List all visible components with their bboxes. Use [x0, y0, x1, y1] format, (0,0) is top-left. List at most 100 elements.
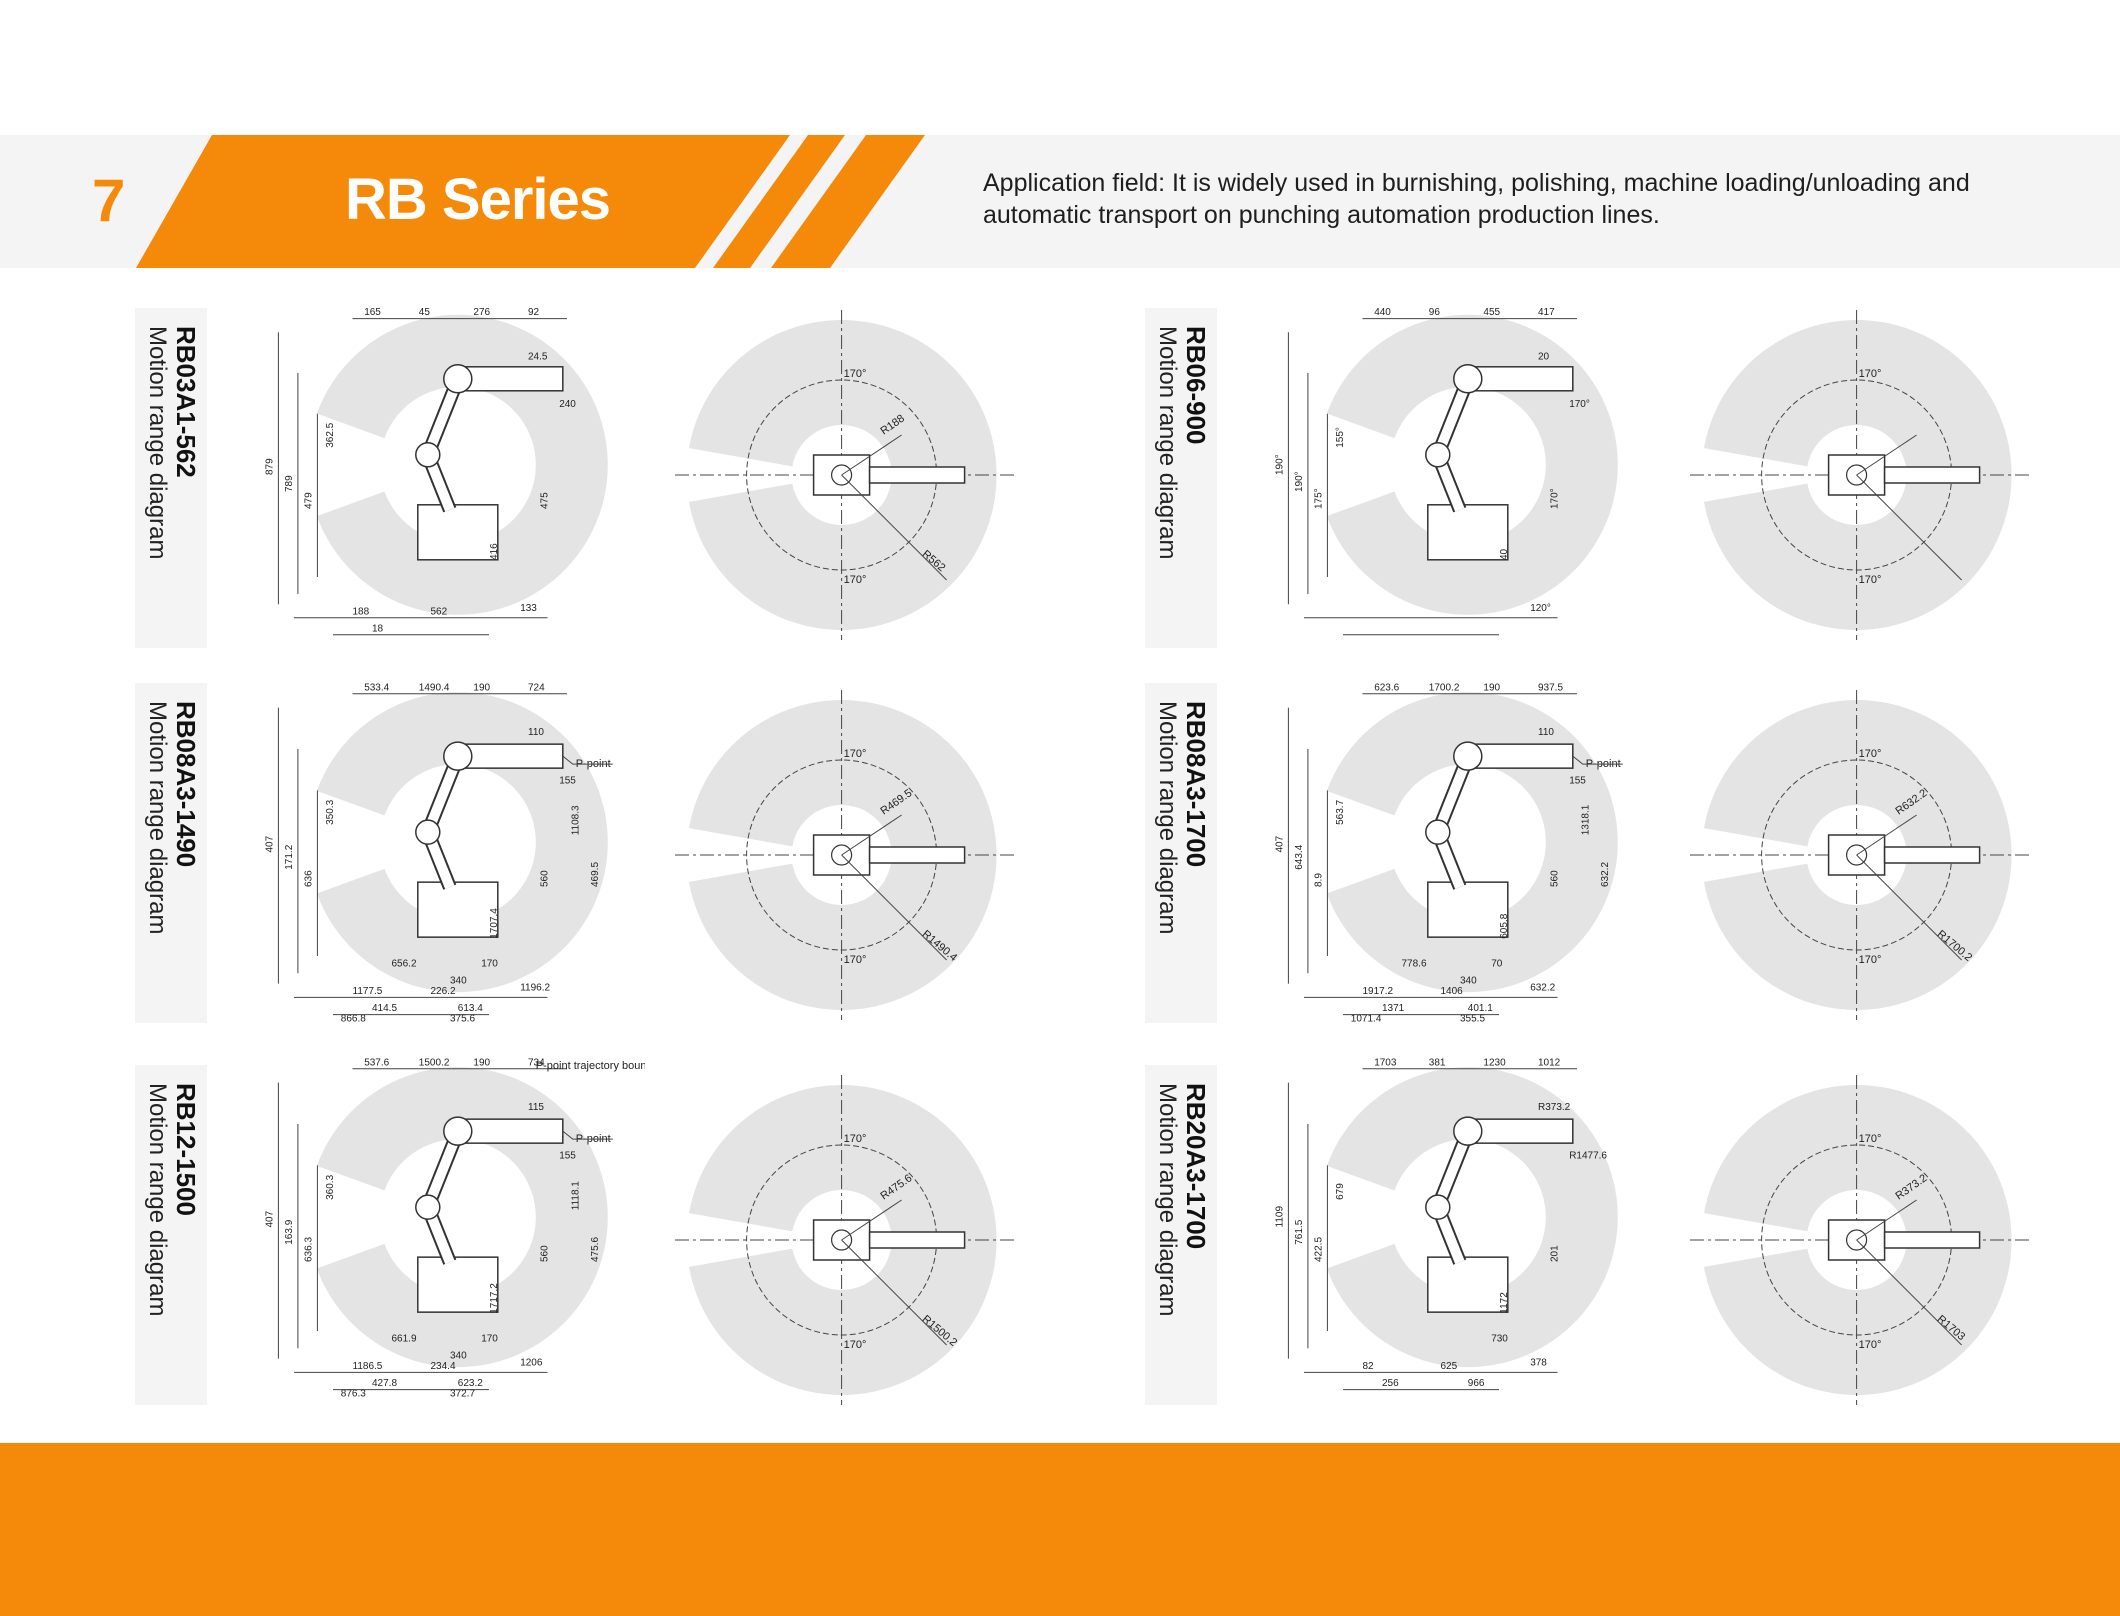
radius-line	[1856, 474, 1962, 581]
motion-range-area	[316, 314, 608, 615]
dimension-label: 170°	[1859, 1133, 1882, 1145]
dimension-line	[277, 1082, 318, 1359]
diagram-caption: Motion range diagram	[144, 326, 171, 560]
radius-line	[841, 1239, 947, 1346]
dimension-label: 18	[372, 623, 384, 634]
model-name: RB03A1-562	[171, 326, 201, 478]
dimension-label: 1318.1	[1581, 804, 1592, 835]
robot-joint	[443, 741, 473, 771]
dimension-label: 475	[540, 492, 551, 509]
model-label-panel: RB20A3-1700 Motion range diagram	[1145, 1065, 1217, 1405]
dimension-label: 92	[528, 307, 540, 318]
dimension-line	[1304, 1068, 1577, 1391]
dimension-label: 455	[1483, 307, 1500, 318]
model-label-panel: RB03A1-562 Motion range diagram	[135, 308, 207, 648]
dimension-label: 226.2	[431, 986, 456, 997]
diagram-caption: Motion range diagram	[144, 701, 171, 935]
dimension-label: 375.6	[450, 1014, 475, 1025]
dimension-label: 276	[473, 307, 490, 318]
dimension-label: 479	[304, 492, 315, 509]
dimension-label: 170°	[1859, 368, 1882, 380]
model-name: RB08A3-1490	[171, 701, 201, 868]
top-view-diagram: 170°170°	[1690, 310, 2030, 640]
dimension-label: 378	[1530, 1358, 1547, 1369]
banner-stripe	[713, 135, 845, 268]
dimension-label: 170°	[844, 954, 867, 966]
dimension-label: 560	[540, 870, 551, 887]
dimension-label: 171.2	[284, 844, 295, 869]
model-name: RB08A3-1700	[1181, 701, 1211, 868]
dimension-label: 1196.2	[520, 983, 550, 994]
dimension-label: 155	[1569, 776, 1586, 787]
dimension-label: 82	[1363, 1361, 1375, 1372]
dimension-label: 613.4	[458, 1003, 483, 1014]
header-graphic	[136, 135, 925, 268]
dimension-label: 761.5	[1294, 1219, 1305, 1244]
dimension-label: 632.2	[1600, 862, 1611, 887]
robot-base	[1427, 504, 1509, 561]
radius-line	[1856, 1239, 1962, 1346]
leader-line	[562, 1130, 613, 1140]
radius-line	[1856, 1199, 1917, 1241]
robot-joint	[443, 1116, 473, 1146]
dimension-line	[1287, 707, 1328, 984]
dimension-label: 440	[1374, 307, 1391, 318]
dimension-label: 679	[1335, 1183, 1346, 1200]
dimension-label: 240	[559, 399, 576, 410]
dimension-label: 407	[265, 835, 276, 852]
dimension-label: 422.5	[1314, 1237, 1325, 1262]
dimension-label: 170°	[1569, 399, 1590, 410]
motion-range-area	[316, 1067, 608, 1368]
radius-line	[841, 1199, 902, 1241]
motion-range-area	[1326, 1067, 1618, 1368]
banner-stripe	[771, 135, 925, 268]
dimension-label: 70	[1491, 958, 1503, 969]
robot-joint	[1425, 1194, 1451, 1220]
dimension-label: 605.8	[1499, 913, 1510, 938]
dimension-label: 401.1	[1468, 1003, 1493, 1014]
dimension-label: 190°	[1294, 471, 1305, 492]
model-label-panel: RB08A3-1490 Motion range diagram	[135, 683, 207, 1023]
dimension-label: 340	[450, 1351, 467, 1362]
dimension-label: 120°	[1530, 603, 1551, 614]
dimension-line	[277, 332, 318, 605]
application-field-text: Application field: It is widely used in …	[983, 169, 1970, 229]
dimension-label: 24.5	[528, 351, 548, 362]
dimension-label: 360.3	[325, 1174, 336, 1199]
dimension-label: 170°	[844, 368, 867, 380]
dimension-label: 190°	[1275, 454, 1286, 475]
dimension-label: 1371	[1382, 1003, 1405, 1014]
dimension-label: 1500.2	[419, 1057, 450, 1068]
dimension-label: 40	[1499, 548, 1510, 560]
robot-base	[1427, 881, 1509, 938]
dimension-label: 110	[528, 727, 544, 738]
radius-line	[1856, 434, 1917, 476]
dimension-line	[1304, 318, 1577, 636]
radius-line	[841, 474, 947, 581]
dimension-label: 1186.5	[353, 1361, 383, 1372]
dimension-label: 1406	[1441, 986, 1464, 997]
robot-arm-top	[868, 846, 966, 864]
dimension-label: 188	[353, 606, 370, 617]
radius-line	[841, 434, 902, 476]
robot-joint	[443, 364, 473, 394]
leader-line	[562, 755, 613, 765]
dimension-label: 1707.4	[489, 908, 500, 939]
dimension-label: 778.6	[1402, 958, 1427, 969]
dimension-label: 1071.4	[1351, 1014, 1382, 1025]
dimension-label: 789	[284, 475, 295, 492]
robot-arm-top	[868, 1231, 966, 1249]
dimension-label: 407	[1275, 835, 1286, 852]
dimension-label: 632.2	[1530, 983, 1555, 994]
dimension-label: 45	[419, 307, 431, 318]
robot-forearm	[457, 366, 564, 392]
footer-band	[0, 1443, 2120, 1616]
dimension-label: 155°	[1335, 427, 1346, 448]
dimension-label: 866.8	[341, 1014, 366, 1025]
radius-line	[1856, 814, 1917, 856]
dimension-label: 170°	[1859, 748, 1882, 760]
robot-joint	[415, 442, 441, 468]
